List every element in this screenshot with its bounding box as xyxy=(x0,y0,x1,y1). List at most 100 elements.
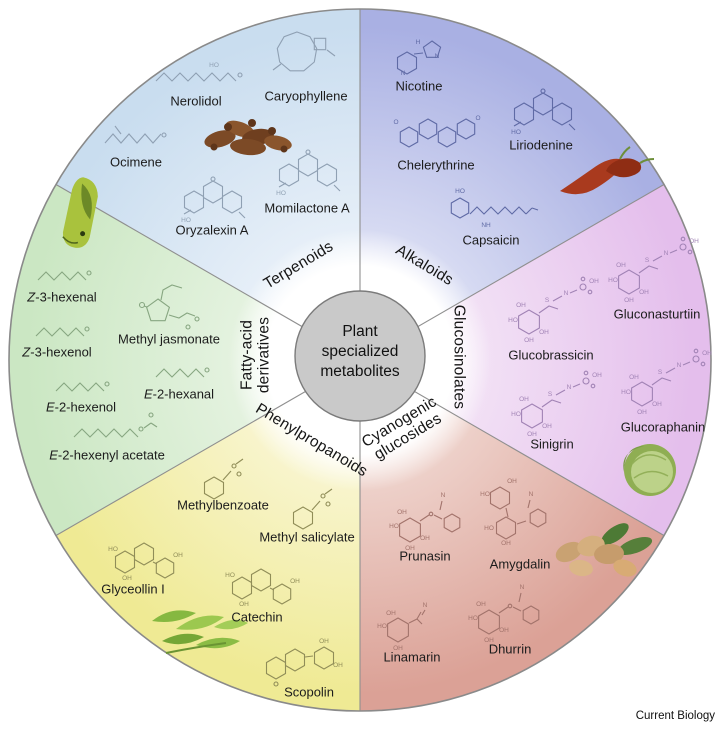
molecule-structure-sinigrin: HO OH OH OH S N OH xyxy=(511,370,602,438)
sector-glucosinolates xyxy=(360,184,712,536)
molecule-structure-z-3-hexenal xyxy=(37,270,92,281)
molecule-structure-methyl-salicylate xyxy=(292,488,333,530)
svg-text:O: O xyxy=(475,115,480,122)
journal-credit: Current Biology xyxy=(635,710,715,722)
molecule-structure-methylbenzoate xyxy=(203,458,244,500)
svg-text:OH: OH xyxy=(499,627,509,634)
svg-text:HO: HO xyxy=(209,62,219,69)
svg-text:OH: OH xyxy=(524,337,534,344)
svg-text:HO: HO xyxy=(108,546,118,553)
svg-text:N: N xyxy=(529,491,534,498)
svg-text:HO: HO xyxy=(276,190,286,197)
molecule-structure-momilactone-a: HO xyxy=(276,149,341,197)
cabbage-photo xyxy=(623,444,676,496)
molecule-structure-linamarin: HO OH OH N xyxy=(377,602,428,652)
svg-text:OH: OH xyxy=(516,302,526,309)
svg-text:OH: OH xyxy=(333,662,343,669)
cloves-photo xyxy=(204,119,292,156)
svg-text:OH: OH xyxy=(507,478,517,485)
svg-text:O: O xyxy=(393,119,398,126)
svg-text:OH: OH xyxy=(484,637,494,644)
molecule-structure-methyl-jasmonate xyxy=(138,284,200,330)
svg-text:HO: HO xyxy=(621,389,631,396)
svg-text:H: H xyxy=(416,39,421,46)
svg-text:N: N xyxy=(664,250,669,257)
svg-text:OH: OH xyxy=(386,610,396,617)
svg-text:OH: OH xyxy=(527,431,537,438)
svg-text:OH: OH xyxy=(290,578,300,585)
svg-text:HO: HO xyxy=(511,411,521,418)
svg-text:HO: HO xyxy=(480,491,490,498)
svg-text:N: N xyxy=(423,602,428,609)
svg-text:OH: OH xyxy=(637,409,647,416)
center-title: Plant specialized metabolites xyxy=(320,322,400,381)
molecule-structure-z-3-hexenol xyxy=(35,326,90,337)
svg-text:S: S xyxy=(548,391,553,398)
svg-text:OH: OH xyxy=(476,601,486,608)
svg-text:OH: OH xyxy=(702,350,712,357)
svg-text:N: N xyxy=(441,492,446,499)
molecule-structure-chelerythrine: OO xyxy=(393,115,481,148)
svg-text:OH: OH xyxy=(239,601,249,608)
wheel-outline xyxy=(8,8,712,712)
molecule-structure-nerolidol: HO xyxy=(155,62,243,82)
svg-text:OH: OH xyxy=(639,289,649,296)
svg-text:HO: HO xyxy=(484,525,494,532)
chili-pepper-photo xyxy=(560,146,655,195)
svg-text:OH: OH xyxy=(319,638,329,645)
svg-text:HO: HO xyxy=(468,615,478,622)
svg-text:S: S xyxy=(645,257,650,264)
svg-text:HO: HO xyxy=(511,129,521,136)
molecule-structure-nicotine: N N H xyxy=(396,39,442,77)
svg-text:OH: OH xyxy=(519,396,529,403)
svg-text:OH: OH xyxy=(393,645,403,652)
svg-text:S: S xyxy=(545,297,550,304)
svg-text:HO: HO xyxy=(455,188,465,195)
svg-text:OH: OH xyxy=(542,423,552,430)
svg-text:OH: OH xyxy=(501,540,511,547)
svg-text:HO: HO xyxy=(389,523,399,530)
svg-text:OH: OH xyxy=(624,297,634,304)
almonds-photo xyxy=(555,523,653,577)
molecule-structure-amygdalin: HO OH HO OH N xyxy=(480,478,547,547)
svg-text:OH: OH xyxy=(592,372,602,379)
svg-text:N: N xyxy=(567,384,572,391)
svg-text:OH: OH xyxy=(405,545,415,552)
svg-text:S: S xyxy=(658,369,663,376)
svg-text:OH: OH xyxy=(689,238,699,245)
molecule-structure-liriodenine: HO xyxy=(511,88,576,136)
svg-text:HO: HO xyxy=(608,277,618,284)
svg-text:HO: HO xyxy=(508,317,518,324)
molecule-structure-catechin: HO OH OH xyxy=(225,568,300,608)
svg-text:N: N xyxy=(435,53,440,60)
svg-text:OH: OH xyxy=(652,401,662,408)
molecule-structure-gluconasturtiin: HO OH OH OH S N OH xyxy=(608,236,699,304)
molecule-structure-e-2-hexenol xyxy=(55,381,110,392)
svg-text:HO: HO xyxy=(225,572,235,579)
svg-text:OH: OH xyxy=(616,262,626,269)
svg-text:OH: OH xyxy=(420,535,430,542)
svg-text:OH: OH xyxy=(589,278,599,285)
center-circle xyxy=(294,290,426,422)
molecule-structure-e-2-hexenyl-acetate xyxy=(73,412,158,438)
svg-text:N: N xyxy=(564,290,569,297)
svg-text:HO: HO xyxy=(181,217,191,224)
svg-text:HO: HO xyxy=(377,623,387,630)
svg-text:N: N xyxy=(401,70,406,77)
molecule-structure-ocimene xyxy=(104,125,167,144)
svg-text:OH: OH xyxy=(122,575,132,582)
molecule-structure-prunasin: HO OH OH OH N xyxy=(389,492,461,552)
svg-text:OH: OH xyxy=(397,509,407,516)
molecule-structure-scopolin: OH OH xyxy=(265,638,343,687)
molecule-structure-caryophyllene xyxy=(272,31,336,72)
svg-text:OH: OH xyxy=(629,374,639,381)
molecule-structure-oryzalexin-a: HO xyxy=(181,176,246,224)
